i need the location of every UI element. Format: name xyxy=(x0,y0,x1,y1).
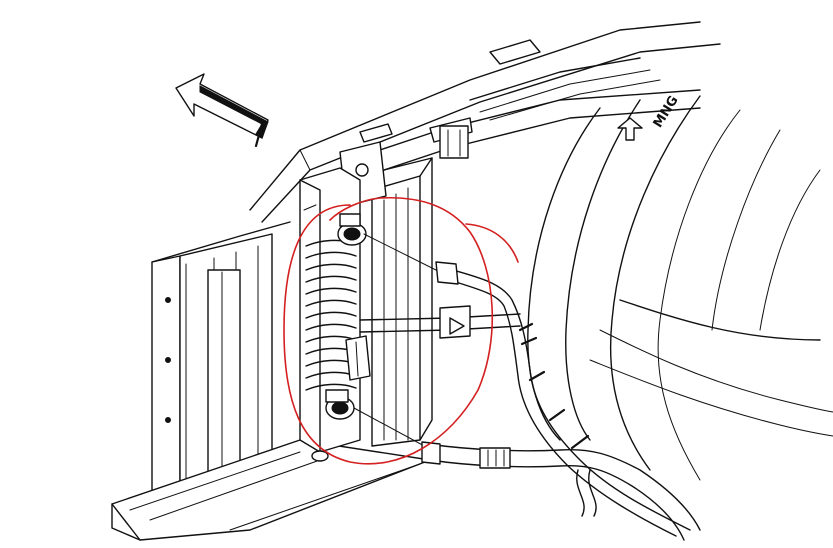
upper-body-panel xyxy=(249,21,721,223)
lower-base-plate xyxy=(111,439,431,541)
wheelhouse-arch xyxy=(527,95,833,481)
cooler-lines xyxy=(353,233,701,541)
left-support-frame xyxy=(124,221,323,524)
front-arrow-icon xyxy=(175,73,269,148)
part-label-group: MNG xyxy=(617,93,682,141)
oil-cooler-stack xyxy=(299,167,371,462)
red-highlight-annotation xyxy=(283,196,519,465)
